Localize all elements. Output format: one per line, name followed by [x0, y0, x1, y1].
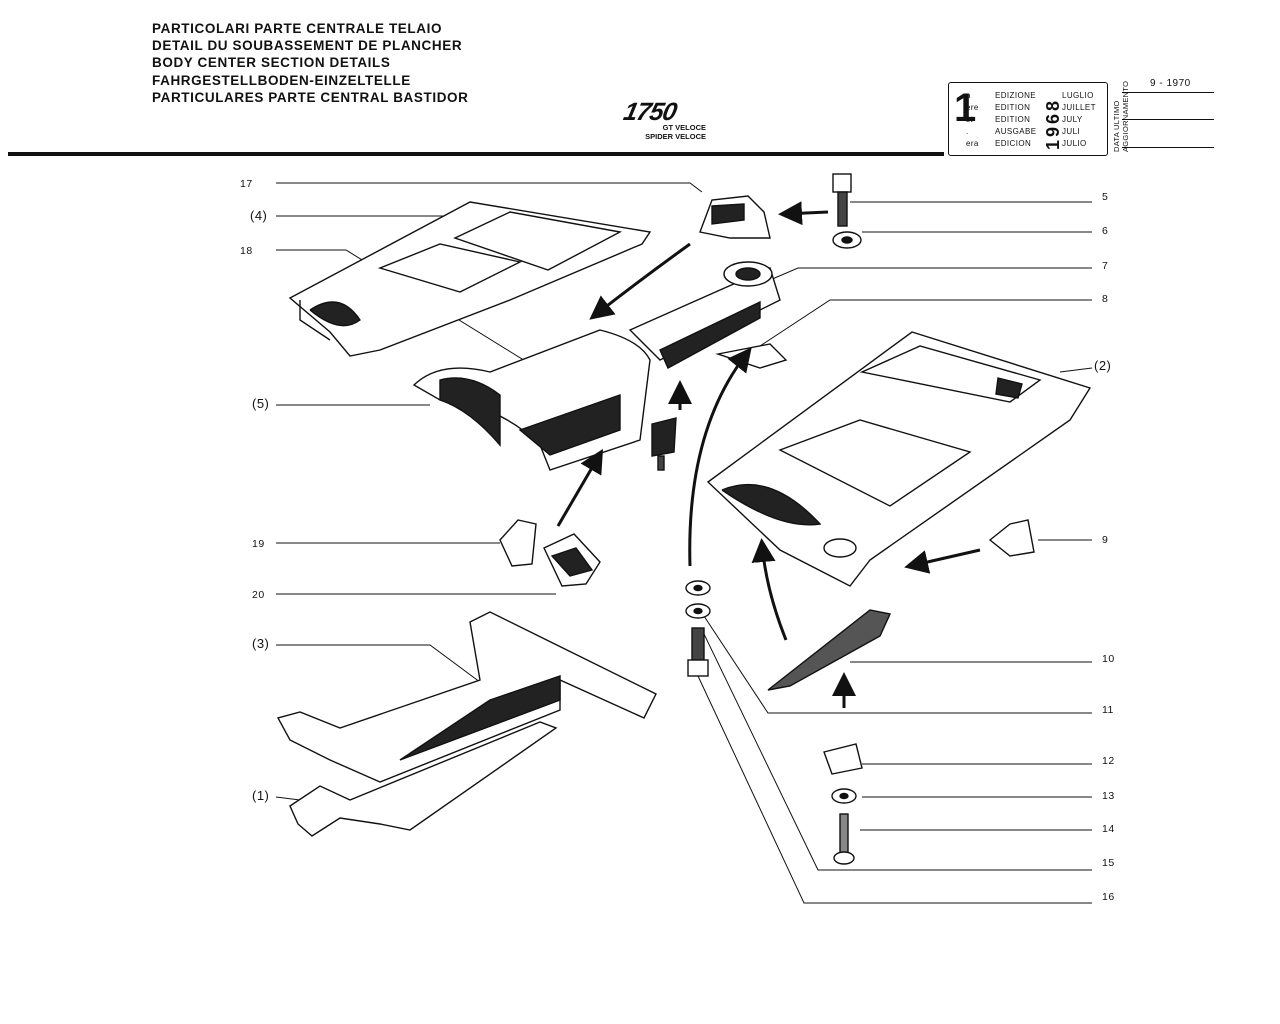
part-15-washer	[685, 603, 711, 619]
leader-15	[703, 633, 1092, 871]
edition-label-de: AUSGABE	[995, 127, 1037, 136]
title-french: DETAIL DU SOUBASSEMENT DE PLANCHER	[152, 38, 463, 54]
callout-13: 13	[1102, 790, 1115, 802]
edition-label-en: EDITION	[995, 115, 1031, 124]
callout-3: (3)	[252, 636, 270, 651]
part-3-sill	[276, 611, 657, 783]
variant-gt: GT VELOCE	[662, 123, 706, 132]
callout-14: 14	[1102, 823, 1115, 835]
part-9-clip	[988, 519, 1035, 557]
leader-17	[276, 182, 703, 193]
edition-ordinals: a ere st . era	[966, 90, 979, 150]
part-5-tunnel	[412, 261, 781, 471]
callout-1: (1)	[252, 788, 270, 803]
month-it: LUGLIO	[1062, 91, 1094, 100]
callout-2: (2)	[1094, 358, 1112, 373]
callout-9: 9	[1102, 534, 1109, 546]
callout-16: 16	[1102, 891, 1115, 903]
part-2-floor-pan-right	[706, 331, 1092, 587]
arrow-bolt-to-bracket	[778, 201, 829, 226]
edition-number: 1	[954, 86, 977, 130]
part-5-bolt	[832, 173, 852, 227]
callout-5p: (5)	[252, 396, 270, 411]
callout-5: 5	[1102, 191, 1109, 203]
leader-3	[276, 644, 489, 689]
part-14-screw	[833, 813, 855, 865]
arrow-10-to-pan	[751, 538, 788, 641]
edition-labels: EDIZIONE EDITION EDITION AUSGABE EDICION	[995, 90, 1036, 150]
update-date: 9 - 1970	[1150, 78, 1191, 89]
leader-8	[759, 299, 1092, 347]
leader-16	[697, 675, 1092, 904]
part-16-bolt	[687, 627, 709, 677]
month-de: JULI	[1062, 127, 1081, 136]
part-11-washer	[685, 580, 711, 596]
part-13-washer	[831, 788, 857, 804]
callout-19: 19	[252, 538, 265, 550]
part-4-floor-pan-left	[288, 201, 652, 357]
update-line-1	[1122, 92, 1214, 93]
model-variants: GT VELOCE SPIDER VELOCE	[640, 123, 706, 141]
part-6-washer	[832, 231, 862, 249]
update-line-2	[1122, 119, 1214, 120]
edition-months: LUGLIO JUILLET JULY JULI JULIO	[1062, 90, 1096, 150]
ordinal-fr: ere	[966, 103, 979, 112]
callout-6: 6	[1102, 225, 1109, 237]
arrow-bracket-to-tunnel	[589, 242, 691, 320]
edition-label-es: EDICION	[995, 139, 1032, 148]
part-10-pad	[767, 609, 892, 691]
callout-7: 7	[1102, 260, 1109, 272]
header-rule	[8, 152, 944, 156]
callout-11: 11	[1102, 704, 1114, 716]
leader-2	[1059, 367, 1093, 373]
ordinal-it: a	[966, 91, 971, 100]
callout-8: 8	[1102, 293, 1109, 305]
part-17-bracket	[699, 195, 771, 239]
callout-10: 10	[1102, 653, 1115, 665]
callout-20: 20	[252, 589, 265, 601]
title-english: BODY CENTER SECTION DETAILS	[152, 55, 391, 71]
arrow-9-to-pan	[904, 548, 981, 574]
part-20-bracket	[543, 533, 601, 587]
arrow-19-up	[556, 448, 604, 527]
month-fr: JUILLET	[1062, 103, 1096, 112]
part-19-bracket	[499, 519, 537, 567]
callout-12: 12	[1102, 755, 1115, 767]
part-12-clip	[823, 743, 863, 775]
callout-4: (4)	[250, 208, 268, 223]
title-spanish: PARTICULARES PARTE CENTRAL BASTIDOR	[152, 89, 469, 105]
leader-11	[699, 609, 1092, 714]
ordinal-es: era	[966, 139, 979, 148]
edition-box	[948, 82, 1108, 156]
callout-15: 15	[1102, 857, 1115, 869]
title-german: FAHRGESTELLBODEN-EINZELTELLE	[152, 72, 411, 88]
arrow-15-to-8	[688, 347, 752, 567]
part-1-sill-lower	[289, 721, 558, 837]
ordinal-de: .	[966, 127, 969, 136]
variant-spider: SPIDER VELOCE	[645, 131, 706, 141]
edition-label-it: EDIZIONE	[995, 91, 1036, 100]
callout-17: 17	[240, 178, 253, 190]
leader-1	[275, 796, 301, 801]
month-es: JULIO	[1062, 139, 1087, 148]
part-8-plate	[715, 343, 788, 369]
part-18-stud	[651, 417, 677, 471]
callout-18: 18	[240, 245, 253, 257]
month-en: JULY	[1062, 115, 1083, 124]
leader-7	[769, 267, 1092, 281]
ordinal-en: st	[966, 115, 974, 124]
update-line-3	[1122, 147, 1214, 148]
title-italian: PARTICOLARI PARTE CENTRALE TELAIO	[152, 21, 443, 36]
edition-label-fr: EDITION	[995, 103, 1031, 112]
page-titles: PARTICOLARI PARTE CENTRALE TELAIO DETAIL…	[152, 20, 469, 106]
